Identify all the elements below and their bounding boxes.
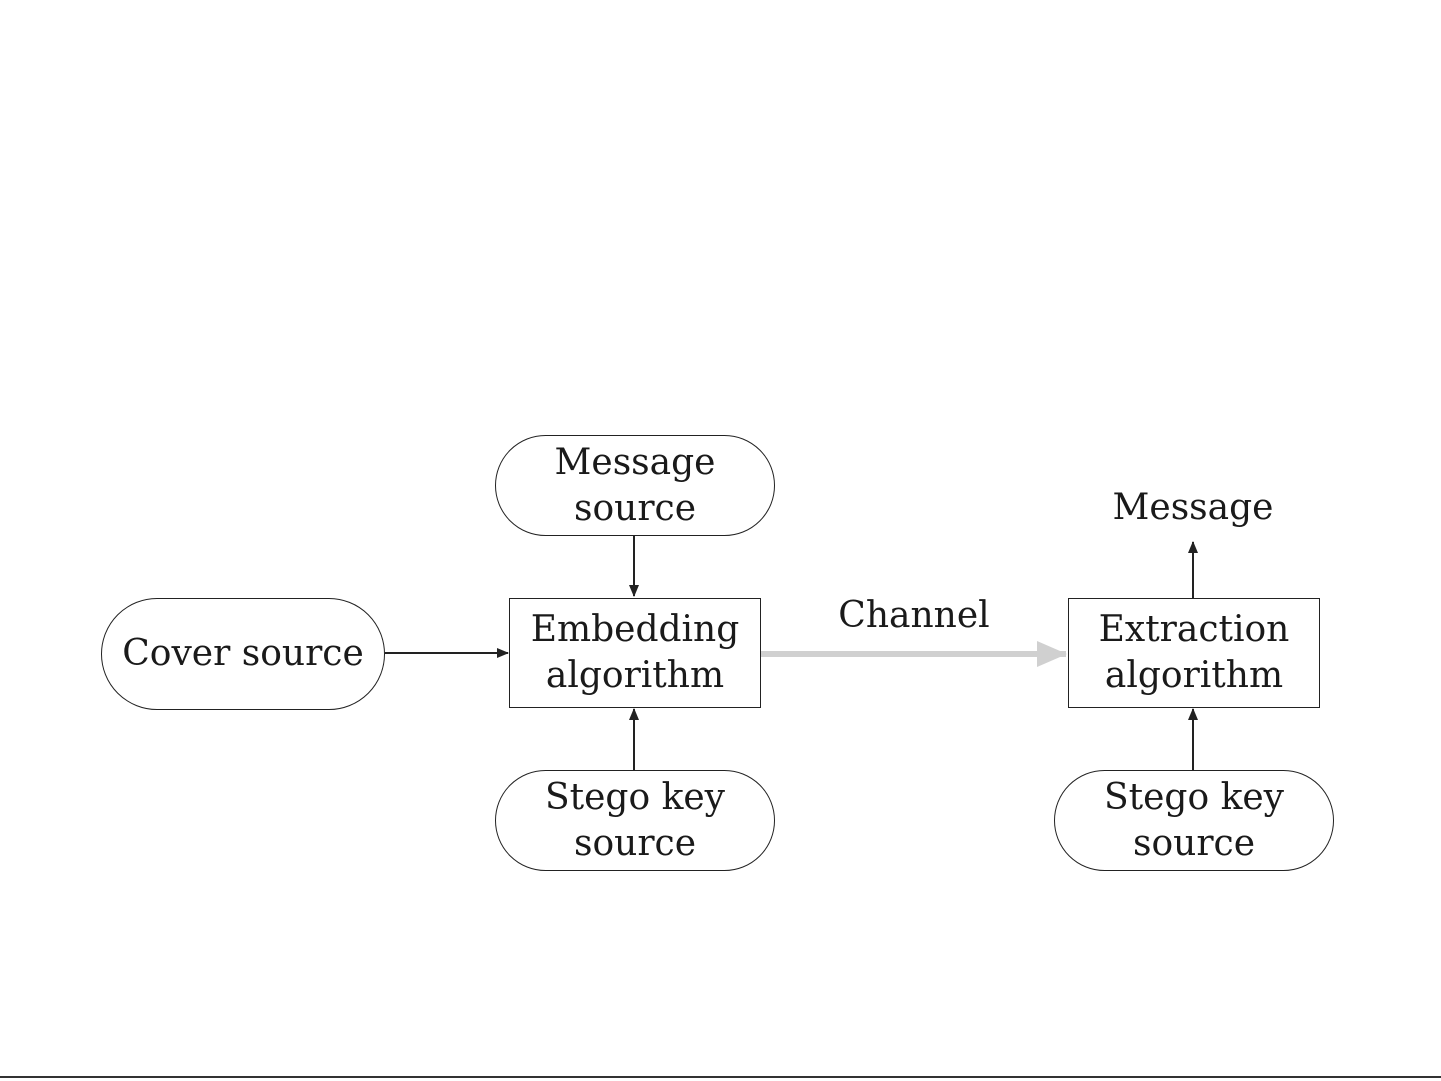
stego-key-right-line-2: source <box>1133 821 1255 867</box>
stego-key-right-line-1: Stego key <box>1104 775 1284 821</box>
embedding-algorithm-line-2: algorithm <box>546 653 724 699</box>
message-source-node: Message source <box>495 435 775 536</box>
message-source-line-2: source <box>574 486 696 532</box>
extraction-algorithm-node: Extraction algorithm <box>1068 598 1320 708</box>
stego-key-source-right-node: Stego key source <box>1054 770 1334 871</box>
embedding-algorithm-line-1: Embedding <box>531 607 740 653</box>
stego-key-source-left-node: Stego key source <box>495 770 775 871</box>
stego-key-left-line-1: Stego key <box>545 775 725 821</box>
stego-key-left-line-2: source <box>574 821 696 867</box>
message-output-label: Message <box>1108 485 1278 531</box>
bottom-divider <box>0 1076 1441 1078</box>
message-source-line-1: Message <box>555 440 716 486</box>
extraction-algorithm-line-1: Extraction <box>1099 607 1290 653</box>
channel-label: Channel <box>834 593 994 639</box>
cover-source-line-1: Cover source <box>122 631 364 677</box>
embedding-algorithm-node: Embedding algorithm <box>509 598 761 708</box>
extraction-algorithm-line-2: algorithm <box>1105 653 1283 699</box>
cover-source-node: Cover source <box>101 598 385 710</box>
